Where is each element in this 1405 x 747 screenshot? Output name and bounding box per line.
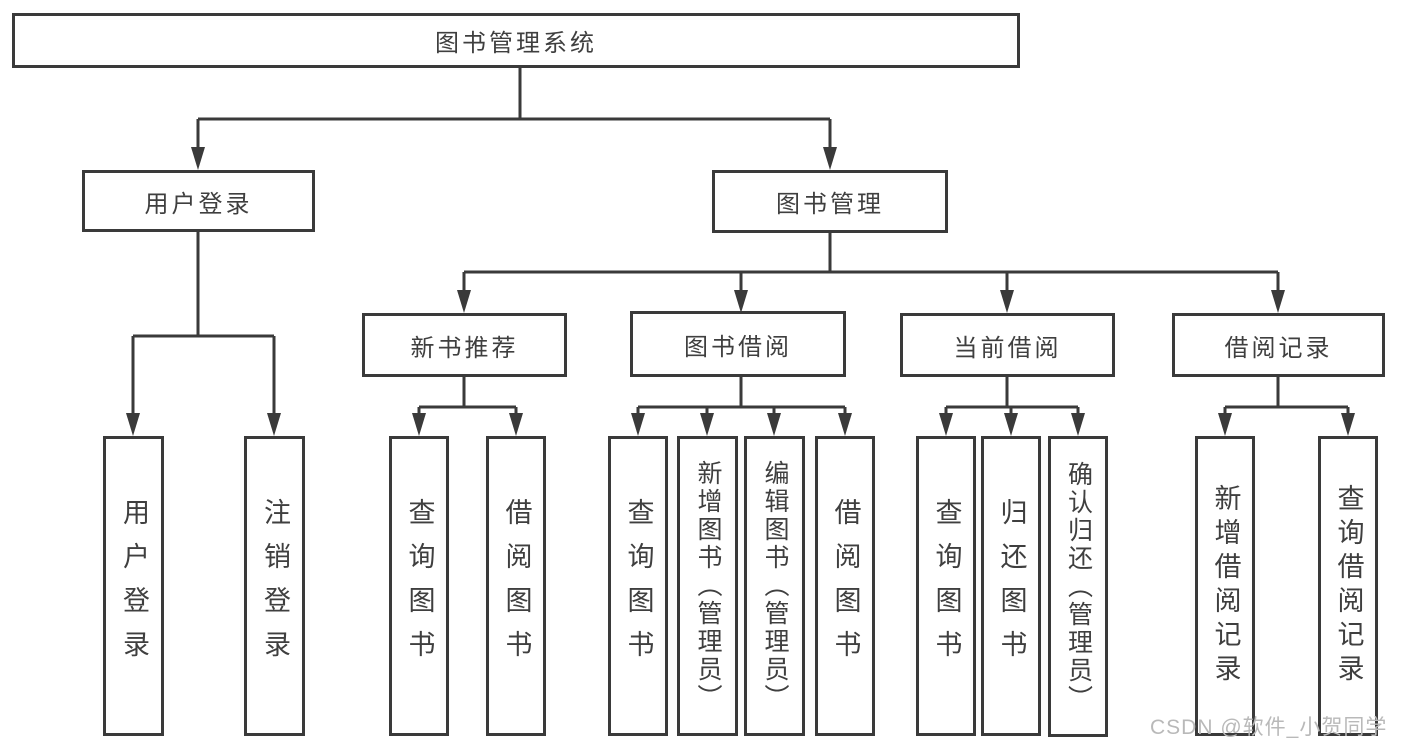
leaf-query-books-1-label: 查询图书 (404, 498, 435, 674)
leaf-query-books-2: 查询图书 (608, 436, 668, 736)
leaf-add-borrow-record-label: 新增借阅记录 (1210, 484, 1241, 688)
leaf-logout-login: 注销登录 (244, 436, 305, 736)
leaf-user-login: 用户登录 (103, 436, 164, 736)
leaf-edit-books-admin: 编辑图书（管理员） (744, 436, 805, 736)
node-borrowing-records-label: 借阅记录 (1224, 334, 1333, 362)
leaf-return-books-label: 归还图书 (996, 498, 1027, 674)
node-book-borrowing-label: 图书借阅 (684, 333, 792, 361)
leaf-query-borrow-record-label: 查询借阅记录 (1333, 484, 1364, 688)
node-current-borrowing-label: 当前借阅 (953, 334, 1062, 362)
csdn-watermark: CSDN @软件_小贺同学 (1150, 716, 1388, 739)
leaf-edit-books-admin-label: 编辑图书（管理员） (761, 460, 789, 712)
leaf-confirm-return-admin-label: 确认归还（管理员） (1064, 460, 1093, 713)
leaf-query-borrow-record: 查询借阅记录 (1318, 436, 1378, 736)
leaf-borrow-books-1-label: 借阅图书 (501, 498, 532, 674)
leaf-logout-login-label: 注销登录 (260, 498, 290, 674)
node-library-system: 图书管理系统 (12, 13, 1020, 68)
node-borrowing-records: 借阅记录 (1172, 313, 1385, 377)
node-new-book-recommendation-label: 新书推荐 (410, 334, 519, 362)
node-book-management: 图书管理 (712, 170, 948, 233)
leaf-borrow-books-2: 借阅图书 (815, 436, 875, 736)
node-user-login-label: 用户登录 (144, 190, 253, 218)
node-user-login: 用户登录 (82, 170, 315, 232)
leaf-borrow-books-1: 借阅图书 (486, 436, 546, 736)
node-new-book-recommendation: 新书推荐 (362, 313, 567, 377)
node-book-management-label: 图书管理 (776, 191, 884, 218)
leaf-query-books-3: 查询图书 (916, 436, 976, 736)
leaf-add-books-admin-label: 新增图书（管理员） (694, 460, 722, 712)
leaf-add-books-admin: 新增图书（管理员） (677, 436, 738, 736)
node-library-system-label: 图书管理系统 (435, 30, 597, 57)
leaf-confirm-return-admin: 确认归还（管理员） (1048, 436, 1108, 737)
leaf-query-books-2-label: 查询图书 (623, 498, 654, 674)
leaf-add-borrow-record: 新增借阅记录 (1195, 436, 1255, 736)
leaf-query-books-1: 查询图书 (389, 436, 449, 736)
leaf-query-books-3-label: 查询图书 (931, 498, 962, 674)
leaf-borrow-books-2-label: 借阅图书 (830, 498, 861, 674)
leaf-return-books: 归还图书 (981, 436, 1041, 736)
node-current-borrowing: 当前借阅 (900, 313, 1115, 377)
leaf-user-login-label: 用户登录 (119, 498, 149, 674)
node-book-borrowing: 图书借阅 (630, 311, 846, 377)
